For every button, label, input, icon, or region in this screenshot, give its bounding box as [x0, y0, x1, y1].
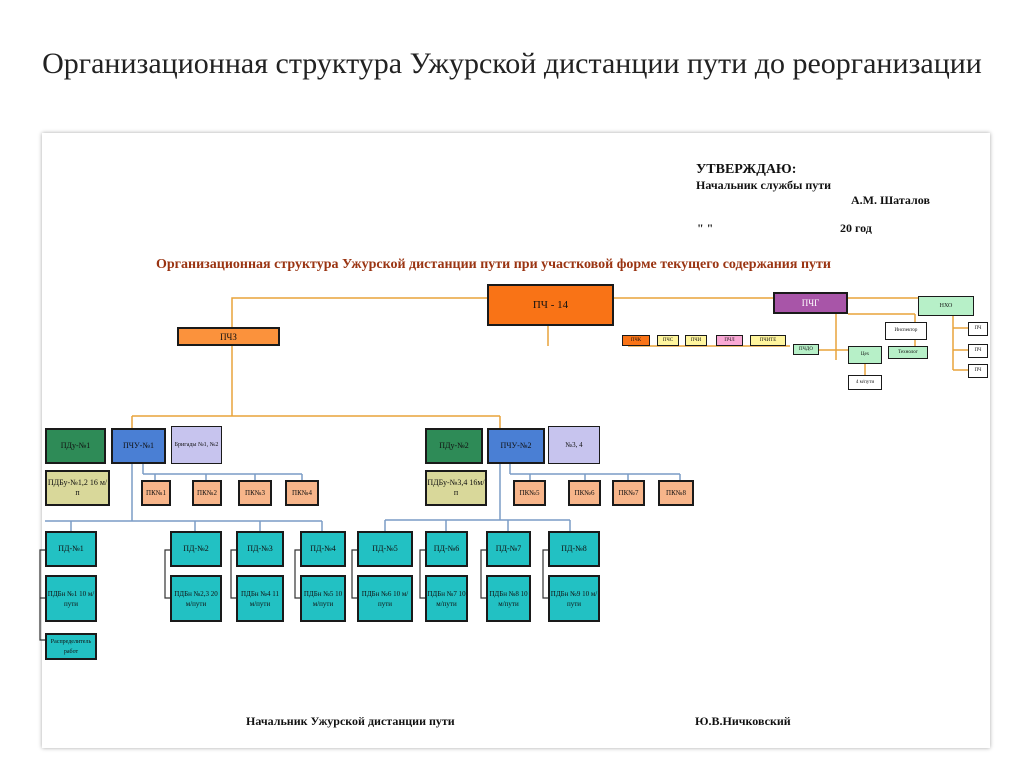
approval-position: Начальник службы пути — [696, 178, 832, 192]
pd7-node: ПД-№7 — [486, 531, 531, 567]
rem4-node: 4 м/пути — [848, 375, 882, 390]
pchdo-node: ПЧДО — [793, 344, 819, 355]
pchz-node: ПЧЗ — [177, 327, 280, 346]
pk5-node: ПК№5 — [513, 480, 546, 506]
pd5-node: ПД-№5 — [357, 531, 413, 567]
approval-date-quotes: " " — [697, 221, 714, 235]
pdbn6-node: ПДБн №6 10 м/пути — [357, 575, 413, 622]
inspector-node: Инспектор — [885, 322, 927, 340]
pchte-node: ПЧИТЕ — [750, 335, 786, 346]
pdbu12-node: ПДБу-№1,2 16 м/п — [45, 470, 110, 506]
pd2-node: ПД-№2 — [170, 531, 222, 567]
pchg-node: ПЧГ — [773, 292, 848, 314]
pd4-node: ПД-№4 — [300, 531, 346, 567]
pk2-node: ПК№2 — [192, 480, 222, 506]
technolog-node: Технолог — [888, 346, 928, 359]
footer-signer: Ю.В.Ничковский — [695, 714, 791, 728]
approval-heading: УТВЕРЖДАЮ: — [696, 162, 797, 177]
pdbn9-node: ПДБн №9 10 м/пути — [548, 575, 600, 622]
ppch-node: ПЧИ — [685, 335, 707, 346]
pk7-node: ПК№7 — [612, 480, 645, 506]
brigades-34-node: №3, 4 — [548, 426, 600, 464]
pk8-node: ПК№8 — [658, 480, 694, 506]
pdbn5-node: ПДБн №5 10 м/пути — [300, 575, 346, 622]
nho-node: НХО — [918, 296, 974, 316]
pchu1-node: ПЧУ-№1 — [111, 428, 166, 464]
right-node-3: ПЧ — [968, 364, 988, 378]
pk1-node: ПК№1 — [141, 480, 171, 506]
approval-signer: А.М. Шаталов — [851, 193, 930, 207]
pch14-node: ПЧ - 14 — [487, 284, 614, 326]
pd1-node: ПД-№1 — [45, 531, 97, 567]
pd3-node: ПД-№3 — [236, 531, 284, 567]
pk4-node: ПК№4 — [285, 480, 319, 506]
footer-position: Начальник Ужурской дистанции пути — [246, 714, 455, 728]
pd6-node: ПД-№6 — [425, 531, 468, 567]
chart-title: Организационная структура Ужурской диста… — [156, 257, 831, 272]
pdbn1-node: ПДБн №1 10 м/пути — [45, 575, 97, 622]
pdbu34-node: ПДБу-№3,4 16м/п — [425, 470, 487, 506]
pchu2-node: ПЧУ-№2 — [487, 428, 545, 464]
pdbn7-node: ПДБн №7 10 м/пути — [425, 575, 468, 622]
approval-year: 20 год — [840, 221, 872, 235]
pchs-node: ПЧС — [657, 335, 679, 346]
slide-title: Организационная структура Ужурской диста… — [42, 47, 982, 80]
pdbn23-node: ПДБн №2,3 20 м/пути — [170, 575, 222, 622]
pk6-node: ПК№6 — [568, 480, 601, 506]
pchl-node: ПЧЛ — [716, 335, 743, 346]
work-distributor-node: Распределитель работ — [45, 633, 97, 660]
pd8-node: ПД-№8 — [548, 531, 600, 567]
pk3-node: ПК№3 — [238, 480, 272, 506]
pdbn4-node: ПДБн №4 11 м/пути — [236, 575, 284, 622]
right-node-1: ПЧ — [968, 322, 988, 336]
pdbn8-node: ПДБн №8 10 м/пути — [486, 575, 531, 622]
pchk-node: ПЧК — [622, 335, 650, 346]
cheh-node: Цех — [848, 346, 882, 364]
right-node-2: ПЧ — [968, 344, 988, 358]
brigades-12-node: Бригады №1, №2 — [171, 426, 222, 464]
pdu1-node: ПДу-№1 — [45, 428, 106, 464]
pdu2-node: ПДу-№2 — [425, 428, 483, 464]
